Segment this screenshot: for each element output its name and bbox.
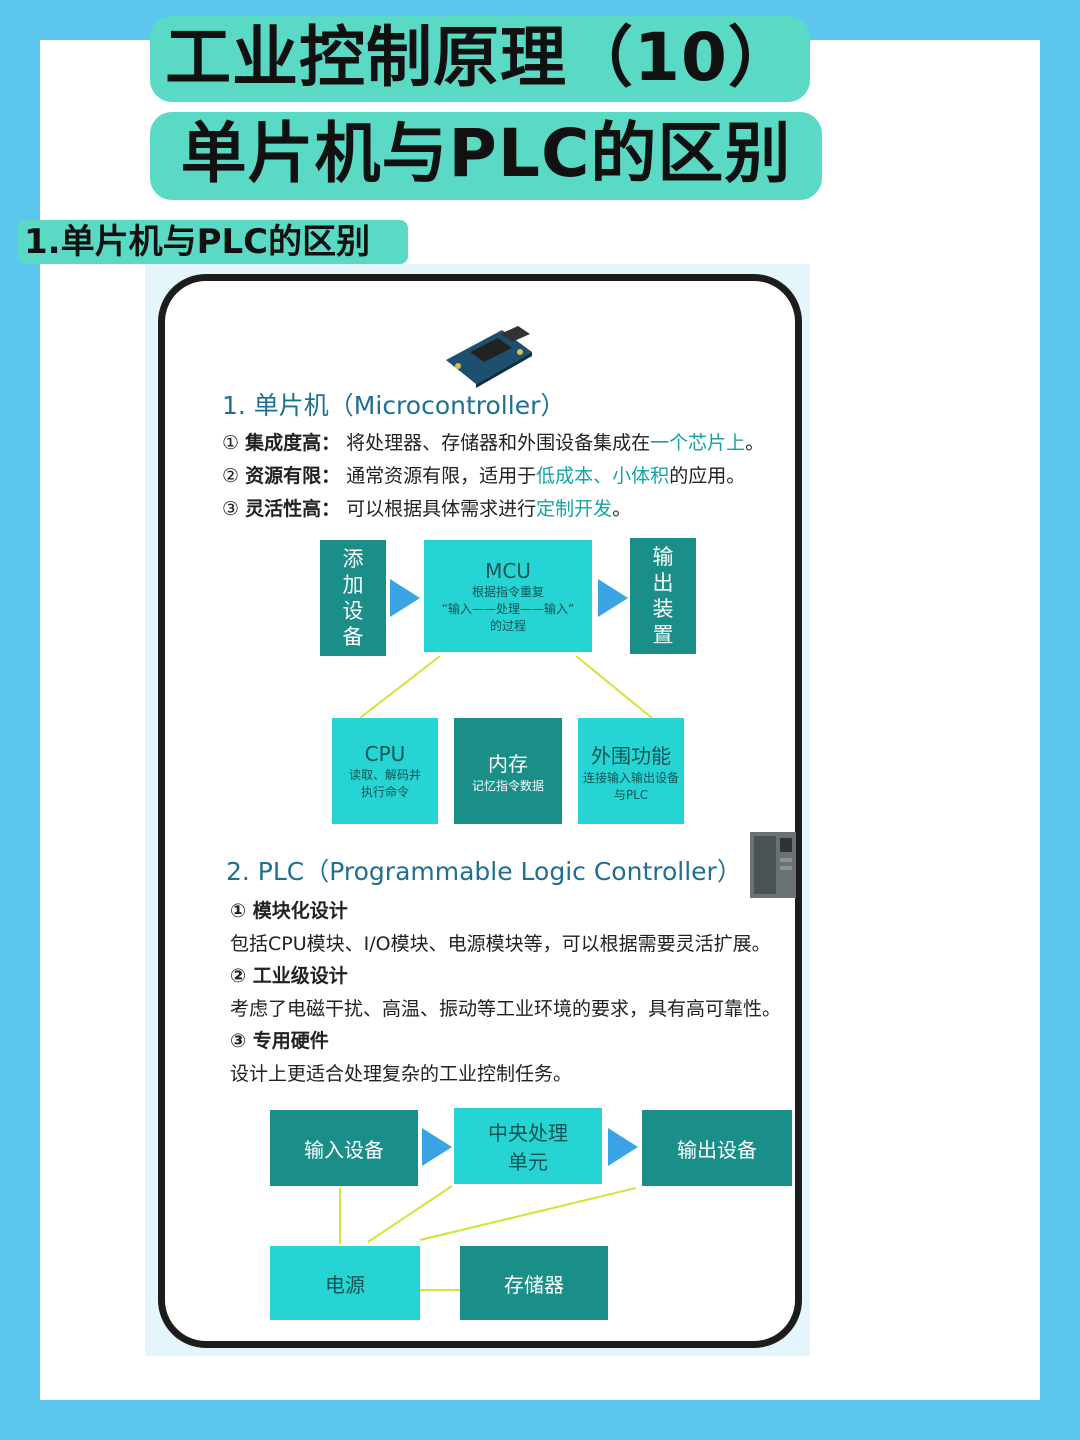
plc-cpu-label: 中央处理单元: [488, 1121, 568, 1174]
arrow-right-icon: [422, 1128, 452, 1166]
mcu-input-label: 添加设备: [342, 547, 364, 649]
plc-item-1-desc: 包括CPU模块、I/O模块、电源模块等，可以根据需要灵活扩展。: [230, 933, 771, 955]
mcu-item-2-end: 的应用。: [669, 465, 746, 487]
mcu-item-3-text: 可以根据具体需求进行: [346, 498, 537, 520]
plc-output-box: 输出设备: [642, 1110, 792, 1186]
plc-item-3-title: ③ 专用硬件: [230, 1030, 329, 1052]
section-tag: 1.单片机与PLC的区别: [18, 220, 408, 264]
mcu-memory-sub: 记忆指令数据: [471, 779, 544, 793]
mcu-center-sub3: 的过程: [489, 618, 526, 633]
plc-power-label: 电源: [325, 1272, 365, 1297]
plc-input-label: 输入设备: [304, 1137, 384, 1162]
mcu-item-1: ① 集成度高： 将处理器、存储器和外围设备集成在一个芯片上。: [222, 428, 764, 455]
mcu-memory-box: 内存 记忆指令数据: [454, 718, 562, 824]
mcu-item-2-label: 资源有限：: [245, 465, 341, 487]
mcu-item-1-text: 将处理器、存储器和外围设备集成在: [346, 432, 651, 454]
mcu-heading: 1. 单片机（Microcontroller）: [222, 391, 566, 420]
mcu-peripheral-title: 外围功能: [591, 743, 671, 768]
mcu-item-2: ② 资源有限： 通常资源有限，适用于低成本、小体积的应用。: [222, 461, 745, 488]
plc-item-2-title: ② 工业级设计: [230, 965, 348, 987]
mcu-memory-title: 内存: [488, 752, 528, 776]
plc-item-2-desc: 考虑了电磁干扰、高温、振动等工业环境的要求，具有高可靠性。: [230, 998, 782, 1020]
page-title-line1: 工业控制原理（10）: [150, 16, 810, 102]
mcu-item-3: ③ 灵活性高： 可以根据具体需求进行定制开发。: [222, 494, 631, 521]
mcu-item-2-num: ②: [222, 465, 240, 487]
mcu-center-sub1: 根据指令重复: [471, 584, 544, 599]
mcu-peripheral-sub: 连接输入输出设备与PLC: [582, 770, 679, 802]
arrow-right-icon: [598, 579, 628, 617]
mcu-input-box: 添加设备: [320, 540, 386, 656]
mcu-center-title: MCU: [485, 558, 531, 583]
arrow-right-icon: [608, 1128, 638, 1166]
mcu-cpu-box: CPU 读取、解码并执行命令: [332, 718, 438, 824]
plc-storage-label: 存储器: [504, 1272, 564, 1297]
mcu-item-3-label: 灵活性高：: [245, 498, 341, 520]
mcu-item-1-label: 集成度高：: [245, 432, 341, 454]
mcu-item-3-num: ③: [222, 498, 240, 520]
plc-item-1-title: ① 模块化设计: [230, 900, 348, 922]
mcu-item-2-highlight: 低成本、小体积: [536, 465, 670, 487]
mcu-peripheral-box: 外围功能 连接输入输出设备与PLC: [578, 718, 684, 824]
mcu-item-1-end: 。: [745, 432, 765, 454]
plc-output-label: 输出设备: [677, 1137, 757, 1162]
plc-cpu-box: 中央处理单元: [454, 1108, 602, 1184]
mcu-item-1-num: ①: [222, 432, 240, 454]
mcu-item-3-highlight: 定制开发: [536, 498, 613, 520]
plc-device-icon: [750, 832, 796, 898]
plc-storage-box: 存储器: [460, 1246, 608, 1320]
mcu-center-sub2: “输入——处理——输入”: [441, 601, 575, 616]
arrow-right-icon: [390, 579, 420, 617]
plc-power-box: 电源: [270, 1246, 420, 1320]
microcontroller-board-icon: [446, 326, 532, 388]
mcu-output-box: 输出装置: [630, 538, 696, 654]
mcu-center-box: MCU 根据指令重复 “输入——处理——输入” 的过程: [424, 540, 592, 652]
mcu-output-label: 输出装置: [652, 545, 674, 647]
mcu-cpu-sub: 读取、解码并执行命令: [349, 768, 422, 799]
mcu-cpu-title: CPU: [364, 742, 406, 766]
mcu-item-1-highlight: 一个芯片上: [650, 432, 746, 454]
plc-heading: 2. PLC（Programmable Logic Controller）: [226, 857, 742, 886]
page-title-line2: 单片机与PLC的区别: [150, 112, 822, 200]
plc-item-3-desc: 设计上更适合处理复杂的工业控制任务。: [230, 1063, 573, 1085]
mcu-item-3-end: 。: [612, 498, 632, 520]
plc-input-box: 输入设备: [270, 1110, 418, 1186]
mcu-item-2-text: 通常资源有限，适用于: [346, 465, 537, 487]
